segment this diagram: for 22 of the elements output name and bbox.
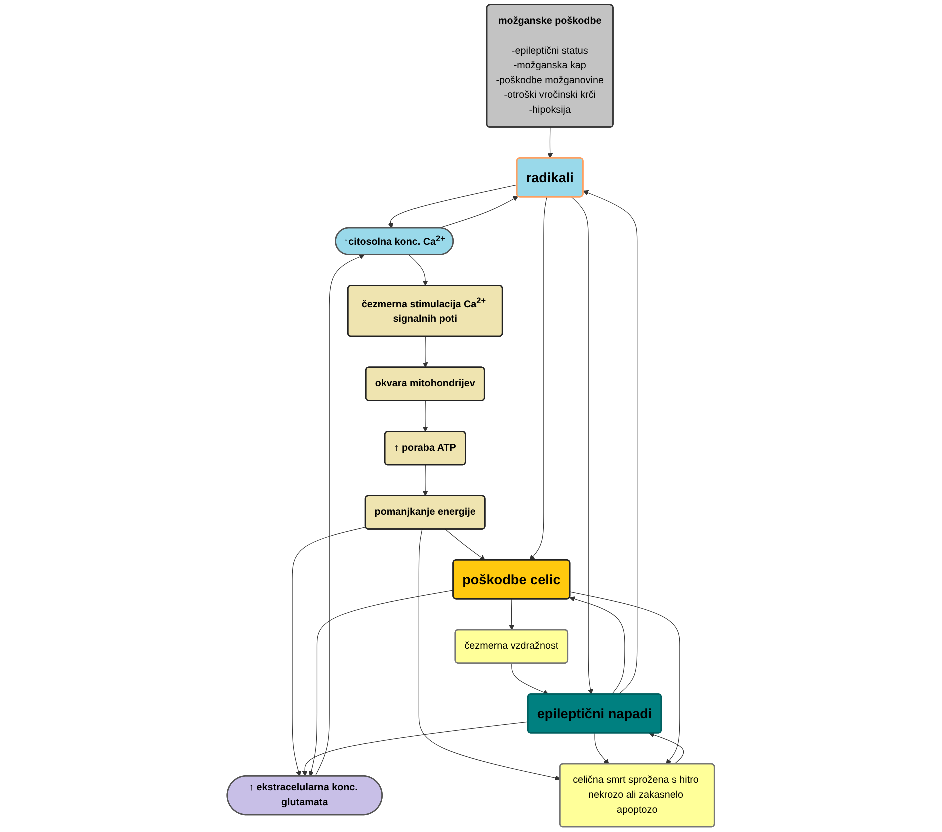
arrow bbox=[292, 527, 366, 777]
arrow bbox=[445, 529, 486, 561]
arrow bbox=[315, 254, 365, 777]
arrow bbox=[548, 127, 554, 159]
arrow bbox=[594, 733, 610, 765]
arrow bbox=[570, 596, 626, 695]
arrow bbox=[408, 254, 428, 286]
arrow bbox=[583, 190, 638, 695]
arrow bbox=[512, 663, 549, 696]
arrow bbox=[509, 599, 515, 631]
arrow bbox=[422, 400, 428, 432]
arrow bbox=[570, 592, 680, 765]
arrow bbox=[572, 197, 594, 695]
arrow bbox=[418, 529, 561, 781]
arrow bbox=[422, 465, 428, 496]
arrow bbox=[308, 590, 454, 777]
arrow bbox=[388, 184, 518, 229]
arrow bbox=[422, 336, 428, 368]
arrow bbox=[438, 196, 519, 229]
arrow bbox=[302, 722, 529, 777]
arrow bbox=[649, 732, 684, 765]
arrow bbox=[530, 197, 548, 561]
